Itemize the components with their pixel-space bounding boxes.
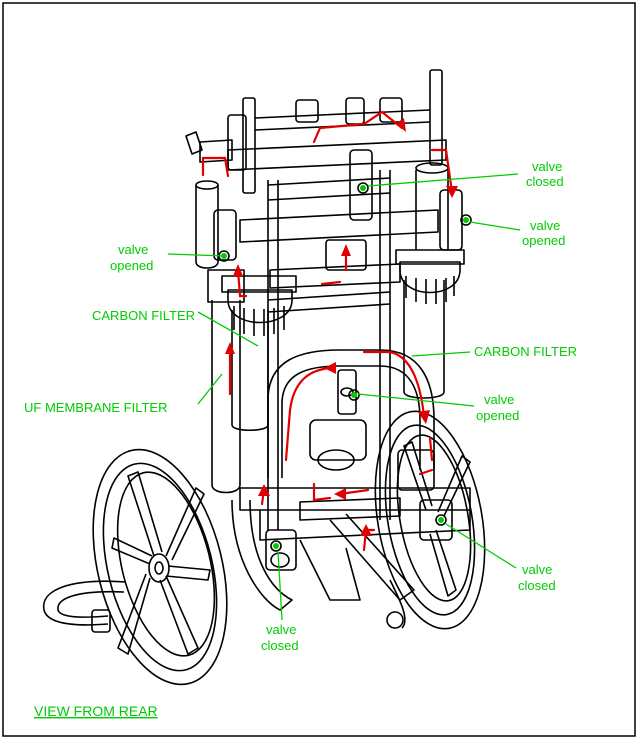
lower-assembly: [231, 419, 471, 629]
label-valve-center-2: opened: [476, 408, 519, 423]
label-carbon-filter-right: CARBON FILTER: [474, 344, 577, 359]
valve-handles: [218, 182, 472, 552]
label-valve-left-1: valve: [118, 242, 148, 257]
label-valve-bottom-right-2: closed: [518, 578, 556, 593]
label-valve-bottom-2: closed: [261, 638, 299, 653]
label-valve-right-1: valve: [530, 218, 560, 233]
right-carbon-filter: [395, 162, 465, 399]
label-valve-right-2: opened: [522, 233, 565, 248]
u-pipe: [267, 349, 435, 478]
label-valve-center-1: valve: [484, 392, 514, 407]
leader-lines: [167, 173, 521, 621]
uf-membrane-housing: [195, 180, 245, 494]
label-valve-bottom-right-1: valve: [522, 562, 552, 577]
labels: valve closed valve opened valve opened C…: [24, 159, 577, 719]
label-valve-bottom-1: valve: [266, 622, 296, 637]
view-title: VIEW FROM REAR: [34, 703, 158, 719]
label-carbon-filter-left: CARBON FILTER: [92, 308, 195, 323]
leader-dots: [221, 185, 469, 549]
label-valve-left-2: opened: [110, 258, 153, 273]
label-valve-top-right-1: valve: [532, 159, 562, 174]
label-valve-top-right-2: closed: [526, 174, 564, 189]
left-wheel: [92, 448, 228, 686]
cart-machine: [42, 69, 486, 686]
center-frame: [267, 170, 391, 530]
top-frame: [185, 69, 447, 194]
hose: [42, 580, 127, 633]
middle-pipes: [213, 149, 463, 289]
flow-arrowheads: [225, 118, 458, 536]
label-uf-membrane: UF MEMBRANE FILTER: [24, 400, 168, 415]
